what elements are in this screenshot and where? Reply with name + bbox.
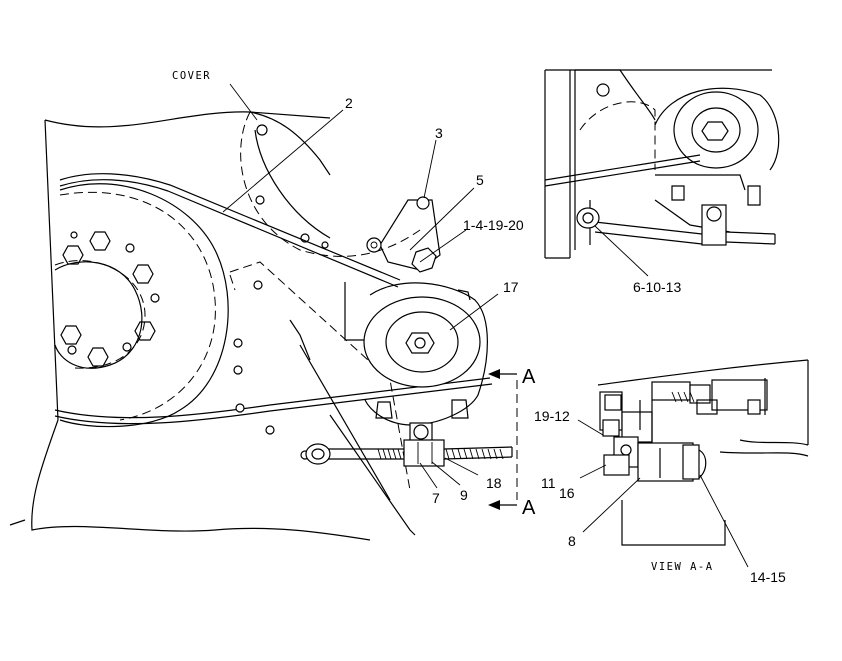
thread-hatching — [377, 448, 504, 460]
label-part-7: 7 — [432, 490, 440, 506]
label-part-18: 18 — [486, 475, 502, 491]
label-part-16: 16 — [559, 485, 575, 501]
label-part-3: 3 — [435, 125, 443, 141]
label-part-17: 17 — [503, 279, 519, 295]
view-a-a-detail — [597, 359, 809, 546]
label-part-8: 8 — [568, 533, 576, 549]
leader-lines — [222, 83, 749, 568]
label-part-2: 2 — [345, 95, 353, 111]
label-part-14-15: 14-15 — [750, 569, 786, 585]
label-part-6-10-13: 6-10-13 — [633, 279, 681, 295]
top-detail-view — [544, 69, 780, 259]
crank-bolt-pattern — [60, 231, 160, 367]
label-part-9: 9 — [460, 487, 468, 503]
label-part-11: 11 — [541, 475, 556, 491]
label-part-1-4-19-20: 1-4-19-20 — [463, 217, 524, 233]
section-marker-bottom: A — [522, 497, 536, 519]
main-view — [9, 111, 518, 541]
label-view-a-a: VIEW A-A — [651, 561, 714, 573]
label-part-5: 5 — [476, 172, 484, 188]
section-marker-top: A — [522, 366, 536, 388]
label-part-19-12: 19-12 — [534, 408, 570, 424]
label-cover: COVER — [172, 70, 211, 82]
